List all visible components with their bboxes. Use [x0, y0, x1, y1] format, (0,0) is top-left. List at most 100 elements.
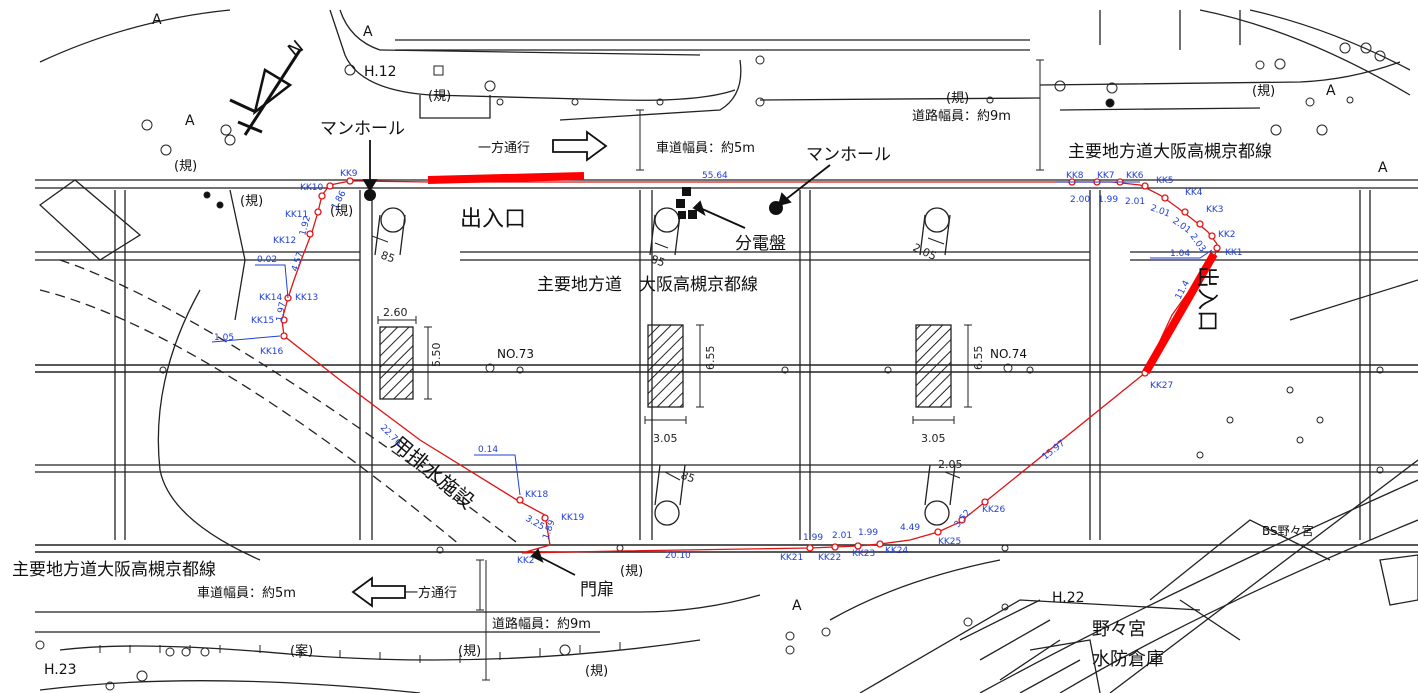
survey-point-labels: KK1 KK2 KK3 KK4 KK5 KK6 KK7 KK8 KK9 KK10… — [251, 169, 1243, 566]
dim-label: 2.60 — [383, 306, 408, 319]
distance-label: 1.05 — [214, 333, 234, 343]
point-label: KK19 — [561, 513, 585, 523]
point-label: KK13 — [295, 293, 318, 303]
road-label-top-right: 主要地方道大阪高槻京都線 — [1068, 142, 1272, 162]
dim-label: 6.55 — [972, 346, 985, 371]
zone-a-label: A — [792, 598, 802, 614]
distance-label: 20.10 — [665, 551, 691, 561]
kisei-label: (規) — [585, 664, 608, 679]
road-label-bottom-left: 主要地方道大阪高槻京都線 — [12, 560, 216, 580]
dim-label: 85 — [379, 249, 397, 266]
zone-a-label: A — [185, 113, 195, 129]
dim-label: 3.05 — [653, 432, 678, 445]
h23-label: H.23 — [44, 662, 77, 678]
zone-a-label: A — [363, 24, 373, 40]
dimension-lines — [371, 59, 1044, 681]
bs-nonomiya-label: BS野々宮 — [1262, 523, 1314, 538]
road-center-label: 主要地方道 大阪高槻京都線 — [537, 275, 758, 295]
distance-label: 1.97 — [275, 301, 288, 322]
road-width-bottom: 道路幅員：約9m — [492, 616, 591, 632]
one-way-arrow-left-icon — [351, 576, 406, 608]
warehouse-label-1: 野々宮 — [1092, 619, 1146, 640]
road-linework — [35, 9, 1418, 693]
one-way-label-bottom: 一方通行 — [405, 585, 457, 601]
entrance-label-top: 出入口 — [460, 207, 526, 232]
point-label: KK14 — [259, 293, 283, 303]
one-way-arrow-right-icon — [552, 130, 608, 162]
map-symbols — [35, 42, 1386, 691]
distribution-panel-icon — [676, 187, 697, 219]
an-label: (案) — [290, 644, 313, 659]
distance-label: 15.97 — [1041, 439, 1067, 463]
gate-label: 門扉 — [580, 580, 614, 600]
entrance-top-bar — [427, 172, 585, 184]
entrance-label-right: 出入口 — [1194, 266, 1219, 332]
point-label: KK8 — [1066, 171, 1084, 181]
distance-label: 1.04 — [1170, 249, 1190, 259]
point-label: KK22 — [818, 553, 841, 563]
manhole-label-1: マンホール — [320, 119, 405, 139]
point-label: KK26 — [982, 505, 1006, 515]
point-label: KK23 — [852, 549, 875, 559]
north-arrow-icon: N — [229, 36, 308, 136]
h22-label: H.22 — [1052, 590, 1085, 606]
point-label: KK3 — [1206, 205, 1224, 215]
distance-label: 2.00 — [1070, 195, 1090, 205]
point-label: KK2 — [1218, 230, 1236, 240]
dim-label: 85 — [649, 253, 667, 270]
distance-label: 2.01 — [1125, 197, 1145, 207]
point-label: KK16 — [260, 347, 284, 357]
point-label: KK24 — [885, 546, 909, 556]
distance-label: 1.99 — [858, 528, 878, 538]
point-label: KK6 — [1126, 171, 1144, 181]
kisei-label: (規) — [330, 204, 353, 219]
callout-arrows — [362, 140, 831, 576]
zone-a-label: A — [152, 12, 162, 28]
bridge-piers — [379, 324, 952, 408]
point-label: KK21 — [780, 553, 803, 563]
distance-label: 2.03 — [1188, 232, 1208, 254]
point-label: KK25 — [938, 537, 961, 547]
distance-label: 2.01 — [1170, 216, 1192, 236]
dim-label: 5.50 — [430, 343, 443, 368]
no73-label: NO.73 — [497, 347, 534, 361]
dim-label: 2.05 — [938, 458, 963, 471]
point-label: KK18 — [525, 490, 549, 500]
dim-label: 3.05 — [921, 432, 946, 445]
point-label: KK2 — [517, 556, 535, 566]
point-label: KK1 — [1225, 248, 1243, 258]
point-label: KK12 — [273, 236, 296, 246]
distance-label: 0.14 — [478, 445, 498, 455]
dim-label: 6.55 — [704, 346, 717, 371]
kisei-label: (規) — [620, 564, 643, 579]
point-label: KK7 — [1097, 171, 1115, 181]
distance-label: 4.49 — [900, 523, 920, 533]
point-label: KK10 — [300, 183, 324, 193]
manhole-label-2: マンホール — [806, 145, 891, 165]
point-label: KK11 — [285, 210, 308, 220]
zone-a-label: A — [1326, 83, 1336, 99]
distance-label: 2.01 — [832, 531, 852, 541]
pier-no73-left — [379, 326, 414, 400]
road-width-top: 道路幅員：約9m — [912, 108, 1011, 124]
pier-no74 — [915, 324, 952, 408]
distance-label: 2.01 — [1149, 203, 1171, 219]
point-label: KK5 — [1156, 176, 1174, 186]
point-label: KK27 — [1150, 381, 1173, 391]
survey-points — [280, 177, 1221, 552]
manhole-left-marker — [364, 189, 376, 201]
entrance-right-bar — [1142, 252, 1218, 374]
distance-label: 1.99 — [1098, 195, 1118, 205]
distance-label: 3.52 — [953, 508, 974, 530]
annotation-leaders — [211, 181, 1213, 496]
kisei-label: (規) — [458, 644, 481, 659]
point-label: KK15 — [251, 316, 274, 326]
distance-label: 1.99 — [803, 533, 823, 543]
carriage-width-bottom: 車道幅員：約5m — [197, 586, 296, 601]
warehouse-label-2: 水防倉庫 — [1092, 649, 1164, 670]
one-way-label-top: 一方通行 — [478, 140, 530, 156]
distance-label: 0.02 — [257, 255, 277, 265]
pier-no73 — [647, 324, 684, 408]
zone-a-label: A — [1378, 160, 1388, 176]
